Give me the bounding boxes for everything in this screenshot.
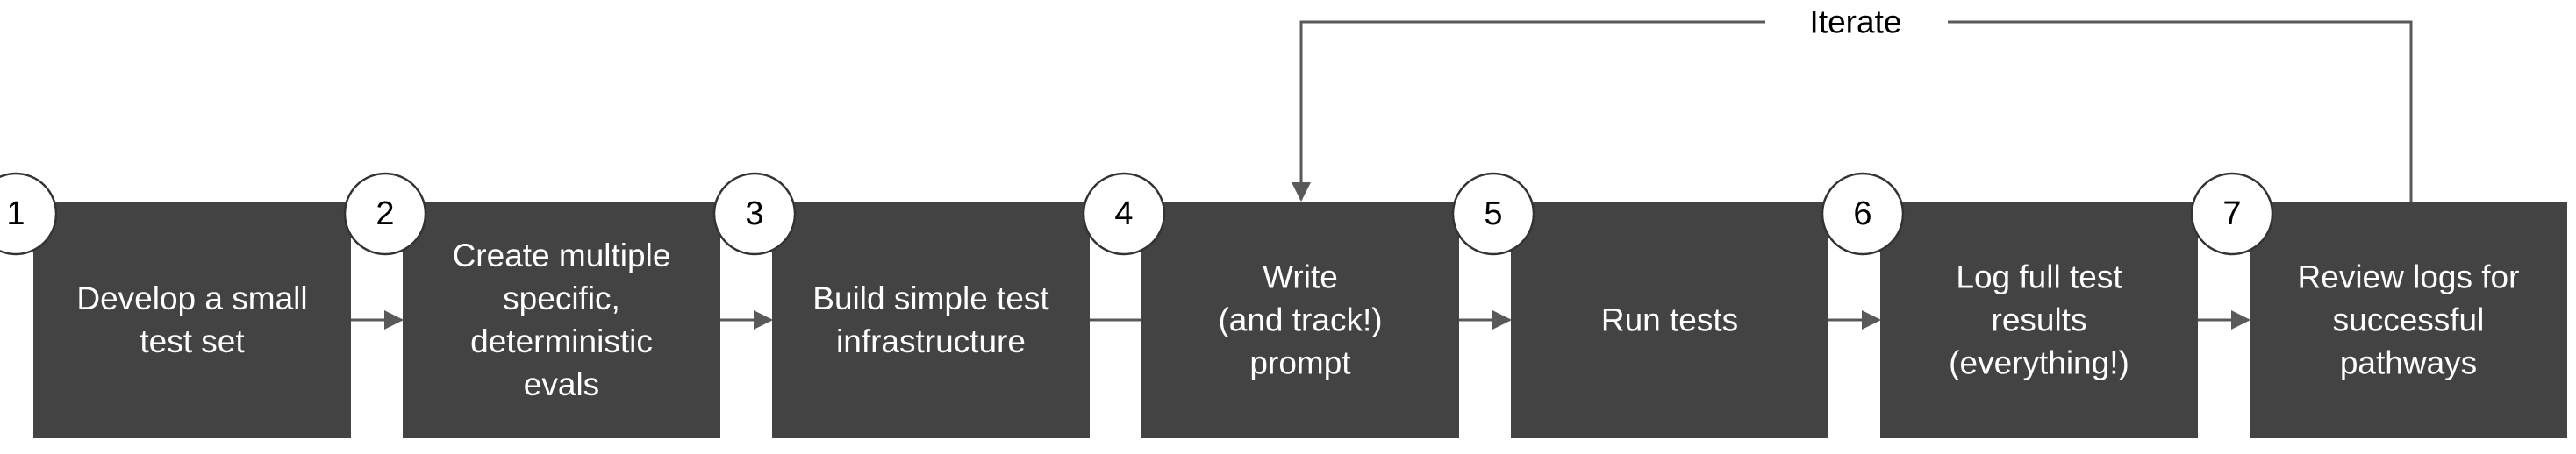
process-step-2: Create multiple specific, deterministic eva… xyxy=(343,172,720,438)
process-step-3: Build simple test infrastructure 3 xyxy=(712,172,1090,438)
step-label-line: successful xyxy=(2333,302,2485,338)
step-number: 3 xyxy=(745,195,763,232)
step-label-line: Write xyxy=(1263,259,1338,295)
step-label-line: evals xyxy=(524,366,599,402)
step-label-line: Build simple test xyxy=(812,280,1049,316)
step-label-line: (everything!) xyxy=(1949,345,2129,381)
step-number-badge xyxy=(1821,172,1905,256)
process-step-4: Write (and track!) prompt 4 xyxy=(1082,172,1459,438)
process-step-7: Review logs for successful pathways 7 xyxy=(2190,172,2567,438)
step-label-line: Create multiple xyxy=(453,238,671,273)
step-label-line: deterministic xyxy=(470,323,653,359)
step-label-line: infrastructure xyxy=(836,323,1026,359)
process-step-6: Log full test results (everything!) 6 xyxy=(1821,172,2198,438)
step-number: 4 xyxy=(1114,195,1133,232)
step-label-line: prompt xyxy=(1249,345,1351,381)
step-number-badge xyxy=(1082,172,1166,256)
step-box xyxy=(403,202,720,438)
step-label-line: Develop a small xyxy=(76,280,307,316)
iterate-loop: Iterate xyxy=(1292,4,2413,202)
step-box xyxy=(1141,202,1459,438)
iterate-label: Iterate xyxy=(1810,4,1902,40)
step-number-badge xyxy=(0,172,58,256)
step-number: 2 xyxy=(376,195,394,232)
step-box xyxy=(1511,202,1828,438)
step-number-badge xyxy=(1451,172,1535,256)
step-label-line: test set xyxy=(140,323,245,359)
step-box xyxy=(1880,202,2198,438)
step-label-line: specific, xyxy=(503,280,620,316)
step-label-line: (and track!) xyxy=(1218,302,1382,338)
step-box xyxy=(2250,202,2567,438)
iterate-line-right xyxy=(1948,20,2413,202)
step-box xyxy=(33,202,351,438)
step-label-line: pathways xyxy=(2340,345,2477,381)
step-number: 7 xyxy=(2222,195,2241,232)
step-number-badge xyxy=(712,172,797,256)
step-label-line: Run tests xyxy=(1601,302,1738,338)
step-number: 5 xyxy=(1484,195,1502,232)
step-label-line: Review logs for xyxy=(2298,259,2520,295)
step-number-badge xyxy=(2190,172,2274,256)
step-number: 1 xyxy=(6,195,25,232)
step-number-badge xyxy=(343,172,427,256)
step-label-line: results xyxy=(1992,302,2087,338)
step-number: 6 xyxy=(1853,195,1871,232)
process-step-1: Develop a small test set 1 xyxy=(0,172,351,438)
iterate-line-left xyxy=(1292,20,1765,202)
process-step-5: Run tests 5 xyxy=(1451,172,1828,438)
step-label-line: Log full test xyxy=(1956,259,2122,295)
step-box xyxy=(772,202,1090,438)
